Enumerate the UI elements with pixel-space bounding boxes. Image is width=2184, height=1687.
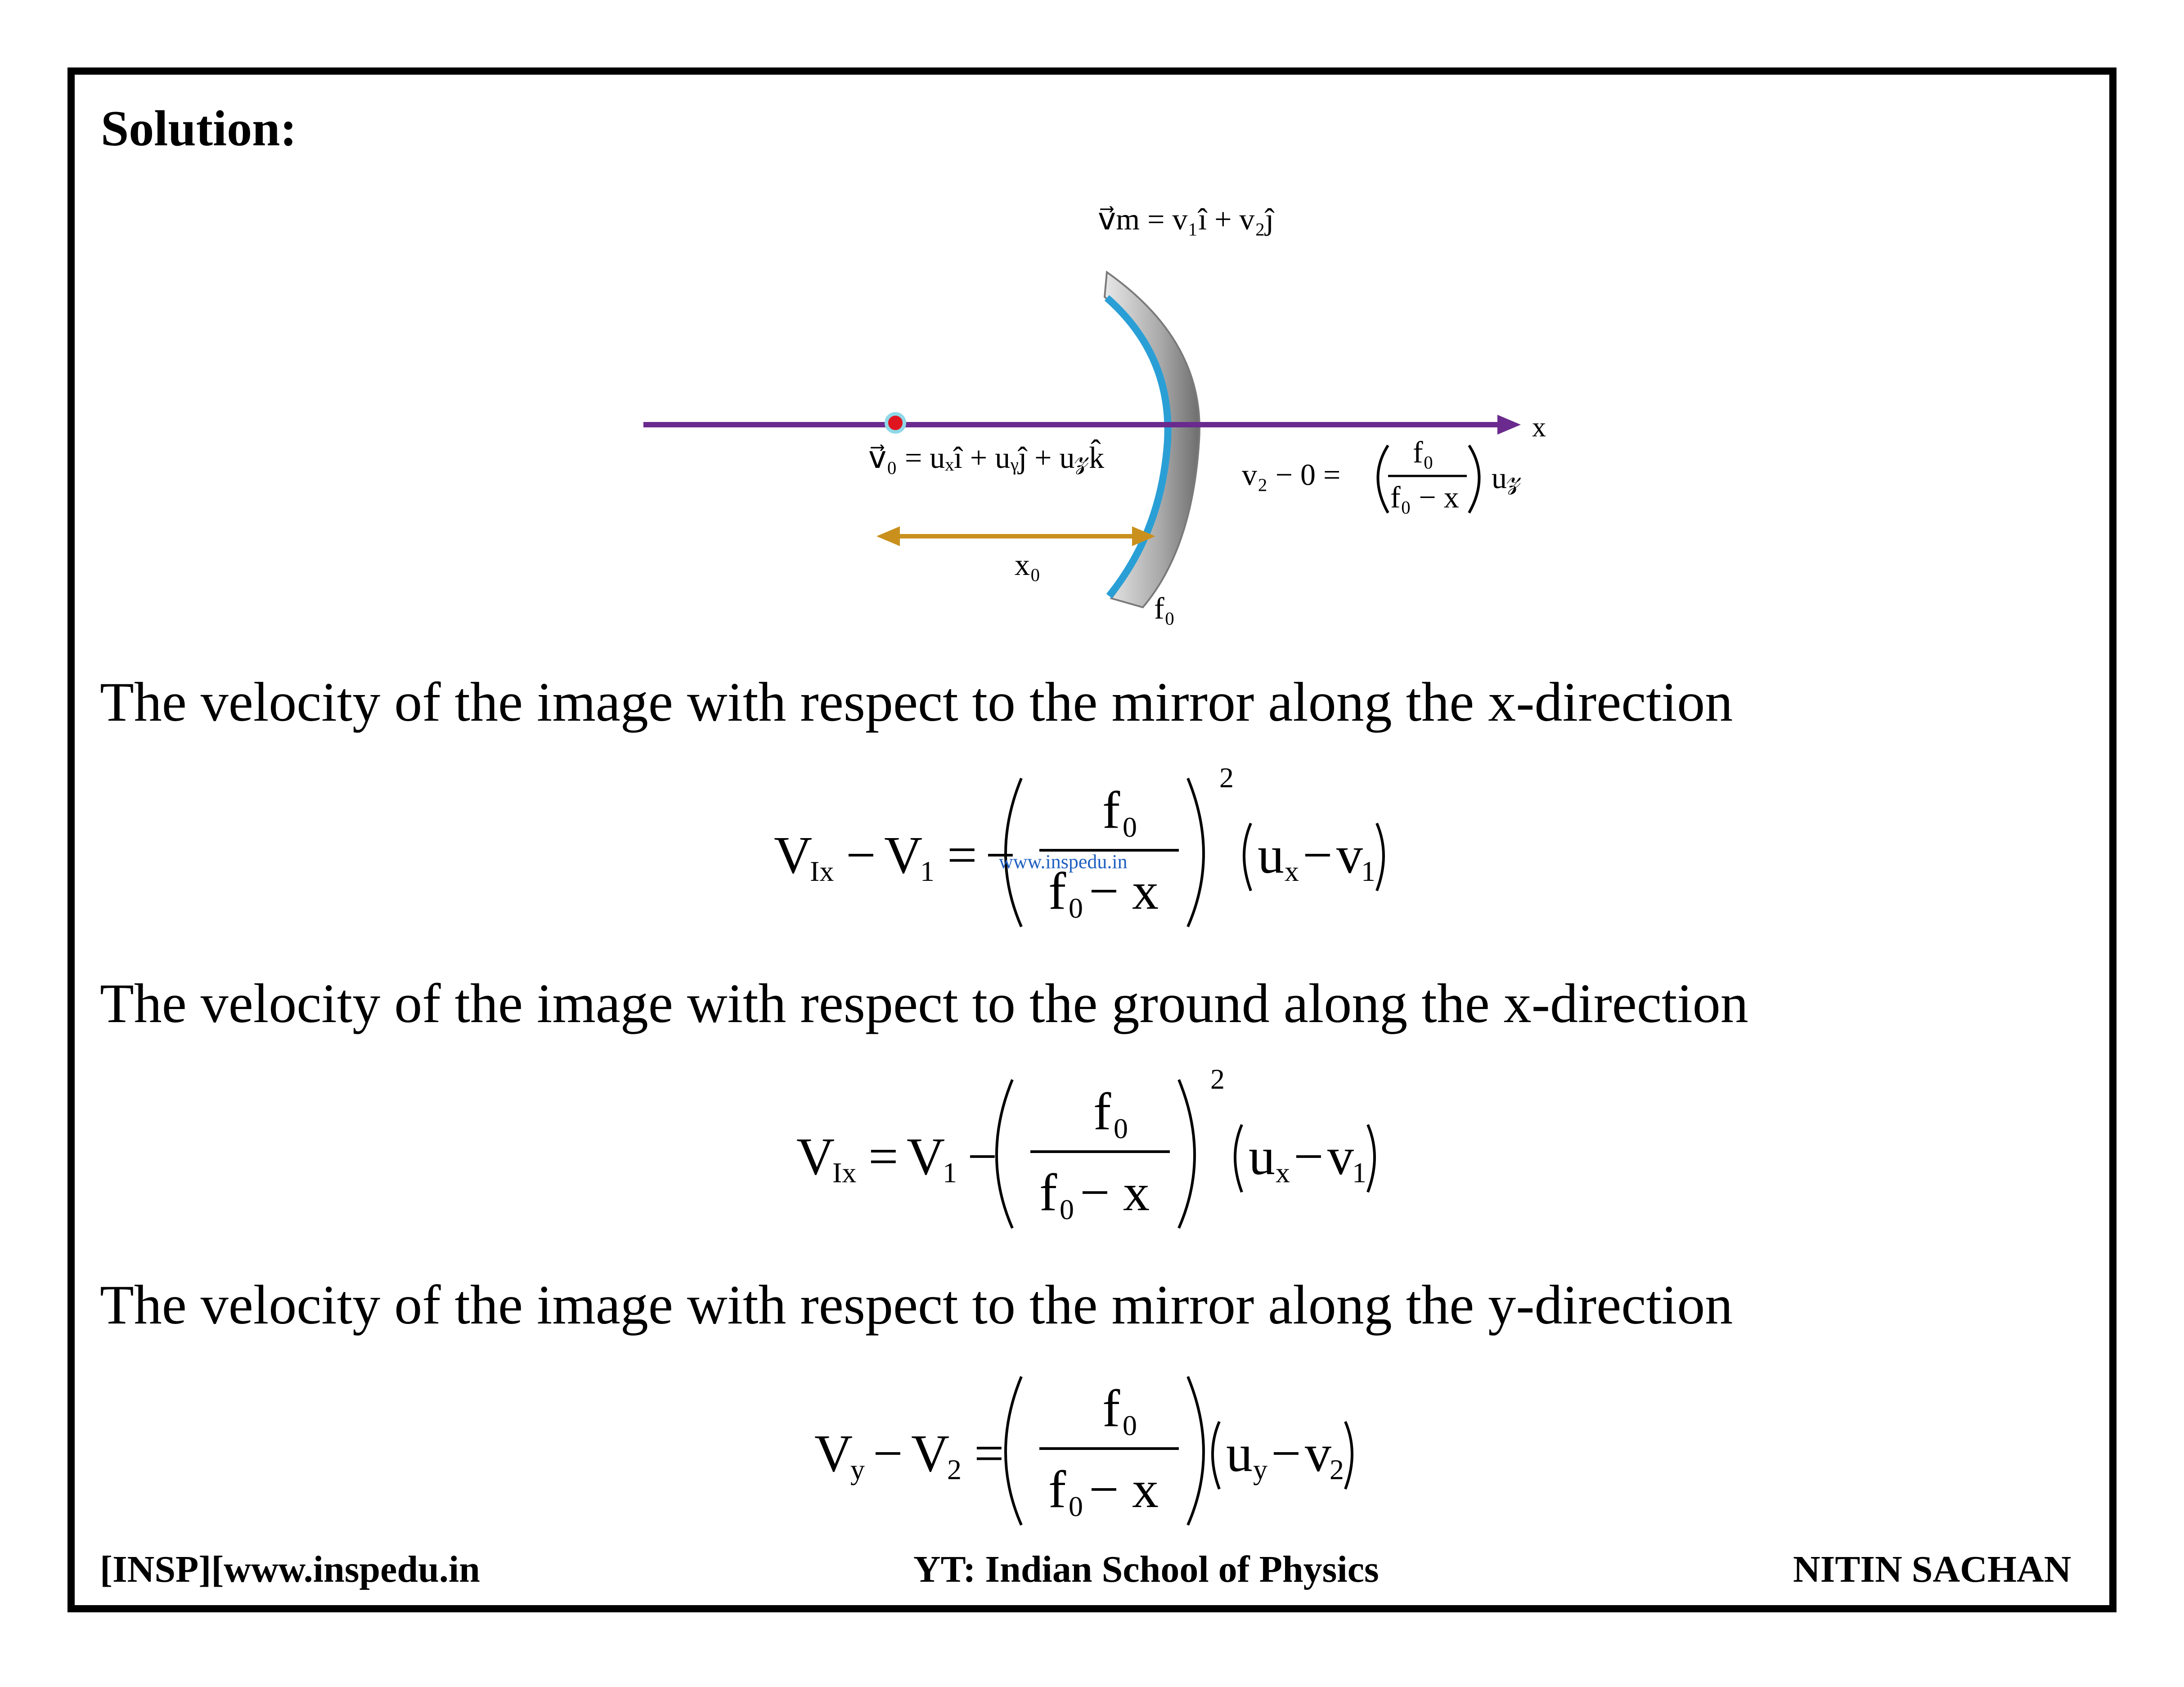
eq2-sub-1b: 1: [1352, 1157, 1366, 1189]
eq1-den-tail: − x: [1089, 861, 1159, 920]
footer-center: YT: Indian School of Physics: [913, 1548, 1379, 1590]
eq1-neg: −: [985, 826, 1016, 884]
eq2-den-f: f: [1039, 1163, 1057, 1222]
eq1-watermark: www.inspedu.in: [999, 851, 1128, 873]
eq2-den-sub-0: 0: [1060, 1193, 1074, 1225]
eq2-sub-1: 1: [943, 1157, 957, 1189]
eq2-minus: −: [967, 1127, 998, 1186]
text-line-1: The velocity of the image with respect t…: [100, 671, 1733, 733]
right-tail: u𝓏: [1492, 461, 1521, 495]
eq2-v: v: [1327, 1127, 1354, 1186]
eq1-sub-1b: 1: [1361, 855, 1375, 887]
eq3-den-sub-0: 0: [1069, 1490, 1083, 1522]
eq3-sub-2: 2: [947, 1454, 962, 1485]
eq3-V: V: [814, 1424, 853, 1483]
eq1-eq: =: [947, 826, 977, 884]
mirror-shell: [1103, 270, 1200, 609]
eq1-power: 2: [1219, 762, 1234, 794]
mirror-velocity-formula: v⃗m = v₁î + v₂ĵ: [1098, 202, 1275, 236]
eq3-den-f: f: [1048, 1460, 1066, 1519]
eq2-V: V: [796, 1127, 835, 1186]
eq2-num-sub-0: 0: [1114, 1113, 1128, 1144]
eq1-den-f: f: [1048, 861, 1066, 920]
eq2-paren-left: [995, 1079, 1014, 1229]
eq3-u: u: [1226, 1424, 1253, 1483]
distance-label: x₀: [1015, 547, 1041, 582]
text-line-3: The velocity of the image with respect t…: [100, 1274, 1733, 1336]
eq3-V2: V: [911, 1424, 949, 1483]
distance-arrowhead-left: [876, 526, 900, 546]
eq1-sub-1: 1: [920, 855, 935, 887]
focal-label: f₀: [1154, 591, 1175, 625]
eq1-u: u: [1258, 826, 1284, 884]
eq2-V1: V: [907, 1127, 945, 1186]
eq1-paren2-right: [1375, 822, 1385, 892]
footer-right: NITIN SACHAN: [1793, 1548, 2072, 1590]
equation-3: V y − V 2 = f 0 f 0 − x u y − v 2: [814, 1376, 1353, 1526]
eq2-u: u: [1249, 1127, 1275, 1186]
eq3-paren2-right: [1344, 1421, 1353, 1490]
axis-arrowhead: [1497, 415, 1521, 435]
eq1-paren-left: [1004, 777, 1023, 928]
eq2-paren2-right: [1366, 1124, 1376, 1193]
footer-left: [INSP][www.inspedu.in: [100, 1548, 480, 1590]
object-point: [885, 412, 906, 434]
eq1-sub-x: x: [1285, 855, 1299, 887]
eq2-den-tail: − x: [1080, 1163, 1150, 1222]
eq3-v: v: [1305, 1424, 1331, 1483]
eq3-num-f: f: [1102, 1379, 1120, 1438]
eq2-sub-x: x: [1276, 1157, 1290, 1189]
equation-2: V Ix = V 1 − f 0 f 0 − x 2 u x − v 1: [796, 1063, 1376, 1229]
distance-arrowhead-right: [1132, 526, 1155, 546]
image-velocity-lhs: v₂ − 0 =: [1242, 458, 1340, 492]
eq1-sub-Ix: Ix: [810, 855, 834, 887]
eq3-paren-left: [1004, 1376, 1023, 1526]
eq3-num-sub-0: 0: [1123, 1409, 1137, 1441]
eq1-paren2-left: [1243, 822, 1252, 892]
eq3-den-tail: − x: [1089, 1460, 1159, 1519]
eq1-den-sub-0: 0: [1069, 892, 1083, 924]
eq1-num-sub-0: 0: [1123, 811, 1137, 843]
mirror-diagram: x v⃗m = v₁î + v₂ĵ v⃗₀ = uₓî + uᵧĵ + u𝓏k̂…: [643, 202, 1546, 625]
mirror-reflective-surface: [1104, 295, 1172, 599]
eq3-paren2-left: [1211, 1421, 1221, 1490]
eq1-V1: V: [884, 826, 922, 884]
eq2-num-f: f: [1093, 1082, 1111, 1141]
eq3-minus: −: [873, 1424, 903, 1483]
equation-1: V Ix − V 1 = − f 0 www.inspedu.in f 0 − …: [774, 762, 1385, 928]
eq3-paren-right: [1186, 1376, 1205, 1526]
eq2-sub-Ix: Ix: [832, 1157, 856, 1189]
axis-label: x: [1532, 412, 1546, 443]
eq1-num-f: f: [1102, 781, 1120, 839]
eq2-paren-right: [1177, 1079, 1196, 1229]
page-border: [67, 67, 2117, 1612]
eq3-sub-2b: 2: [1330, 1454, 1344, 1485]
right-numerator: f₀: [1413, 435, 1434, 469]
eq3-minus2: −: [1271, 1424, 1301, 1483]
text-line-2: The velocity of the image with respect t…: [100, 973, 1748, 1034]
object-velocity-formula: v⃗₀ = uₓî + uᵧĵ + u𝓏k̂: [868, 440, 1104, 475]
eq1-V: V: [774, 826, 812, 884]
eq2-paren2-left: [1234, 1124, 1243, 1193]
eq2-power: 2: [1210, 1063, 1225, 1095]
right-denominator: f₀ − x: [1390, 480, 1459, 514]
eq1-minus: −: [846, 826, 876, 884]
eq3-sub-y2: y: [1253, 1454, 1267, 1485]
solution-heading: Solution:: [101, 101, 297, 157]
eq1-minus2: −: [1303, 826, 1333, 884]
eq3-eq: =: [974, 1424, 1004, 1483]
paren-right: [1468, 444, 1481, 514]
eq2-eq: =: [868, 1127, 899, 1186]
paren-left: [1376, 444, 1389, 514]
eq1-paren-right: [1186, 777, 1205, 928]
eq1-v: v: [1336, 826, 1363, 884]
eq3-sub-y: y: [850, 1454, 865, 1485]
eq2-minus2: −: [1294, 1127, 1324, 1186]
